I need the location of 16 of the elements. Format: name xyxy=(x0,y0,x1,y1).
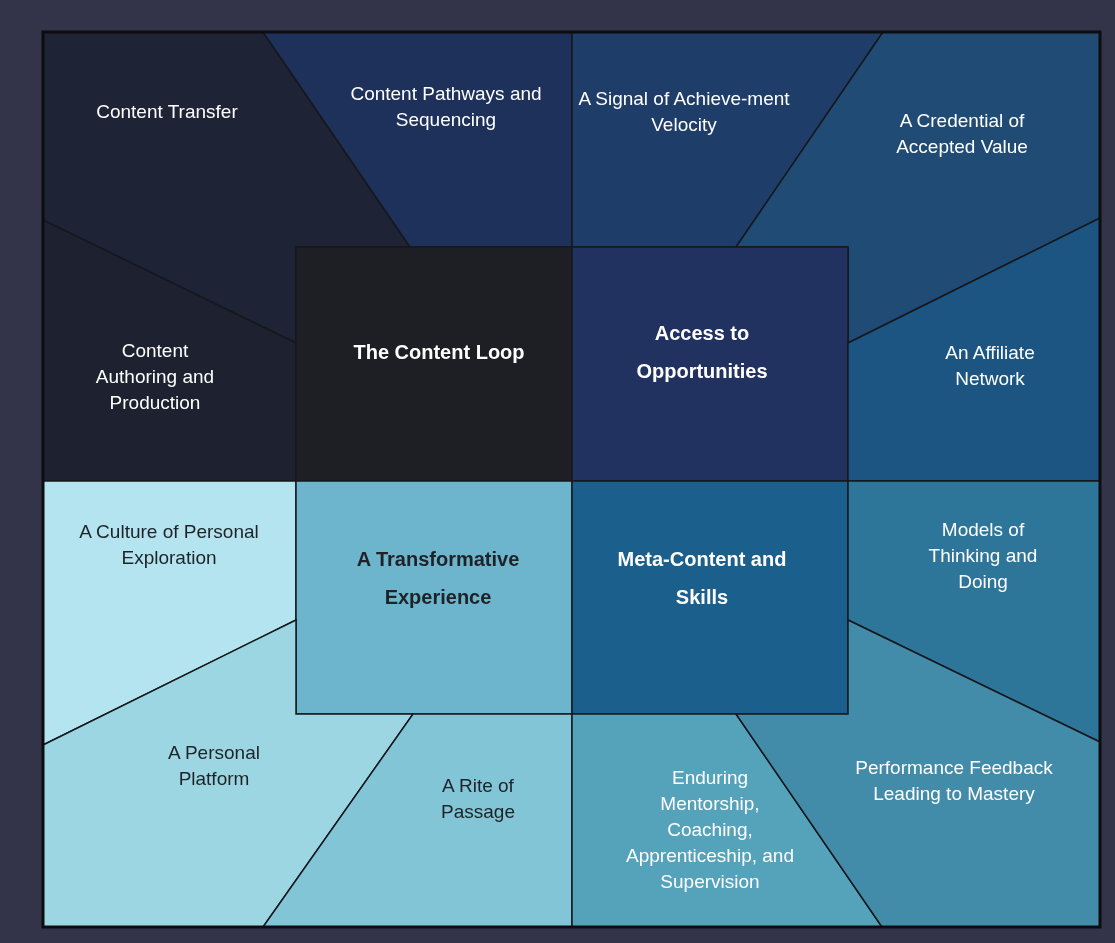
section-title: The Content Loop xyxy=(352,340,526,365)
segment-label: Performance Feedback Leading to Mastery xyxy=(854,756,1054,806)
section-title: Meta-Content and Skills xyxy=(617,547,787,610)
segment-label: Content Pathways and Sequencing xyxy=(349,82,543,132)
segment-label: Content Authoring and Production xyxy=(94,339,216,415)
segment-label: A Signal of Achieve-ment Velocity xyxy=(577,87,791,137)
section-title: A Transformative Experience xyxy=(355,547,521,610)
section-title: Access to Opportunities xyxy=(635,321,769,384)
segment-label: Models of Thinking and Doing xyxy=(927,518,1039,594)
segment-label: A Culture of Personal Exploration xyxy=(78,520,260,570)
segment-label: A Rite of Passage xyxy=(440,774,516,824)
segment-label: An Affiliate Network xyxy=(944,341,1036,391)
segment-label: Enduring Mentorship, Coaching, Apprenticeship, and Supervision xyxy=(625,766,795,894)
segment-label: A Personal Platform xyxy=(167,741,261,791)
segment-label: Content Transfer xyxy=(95,100,239,124)
segment-label: A Credential of Accepted Value xyxy=(895,109,1029,159)
